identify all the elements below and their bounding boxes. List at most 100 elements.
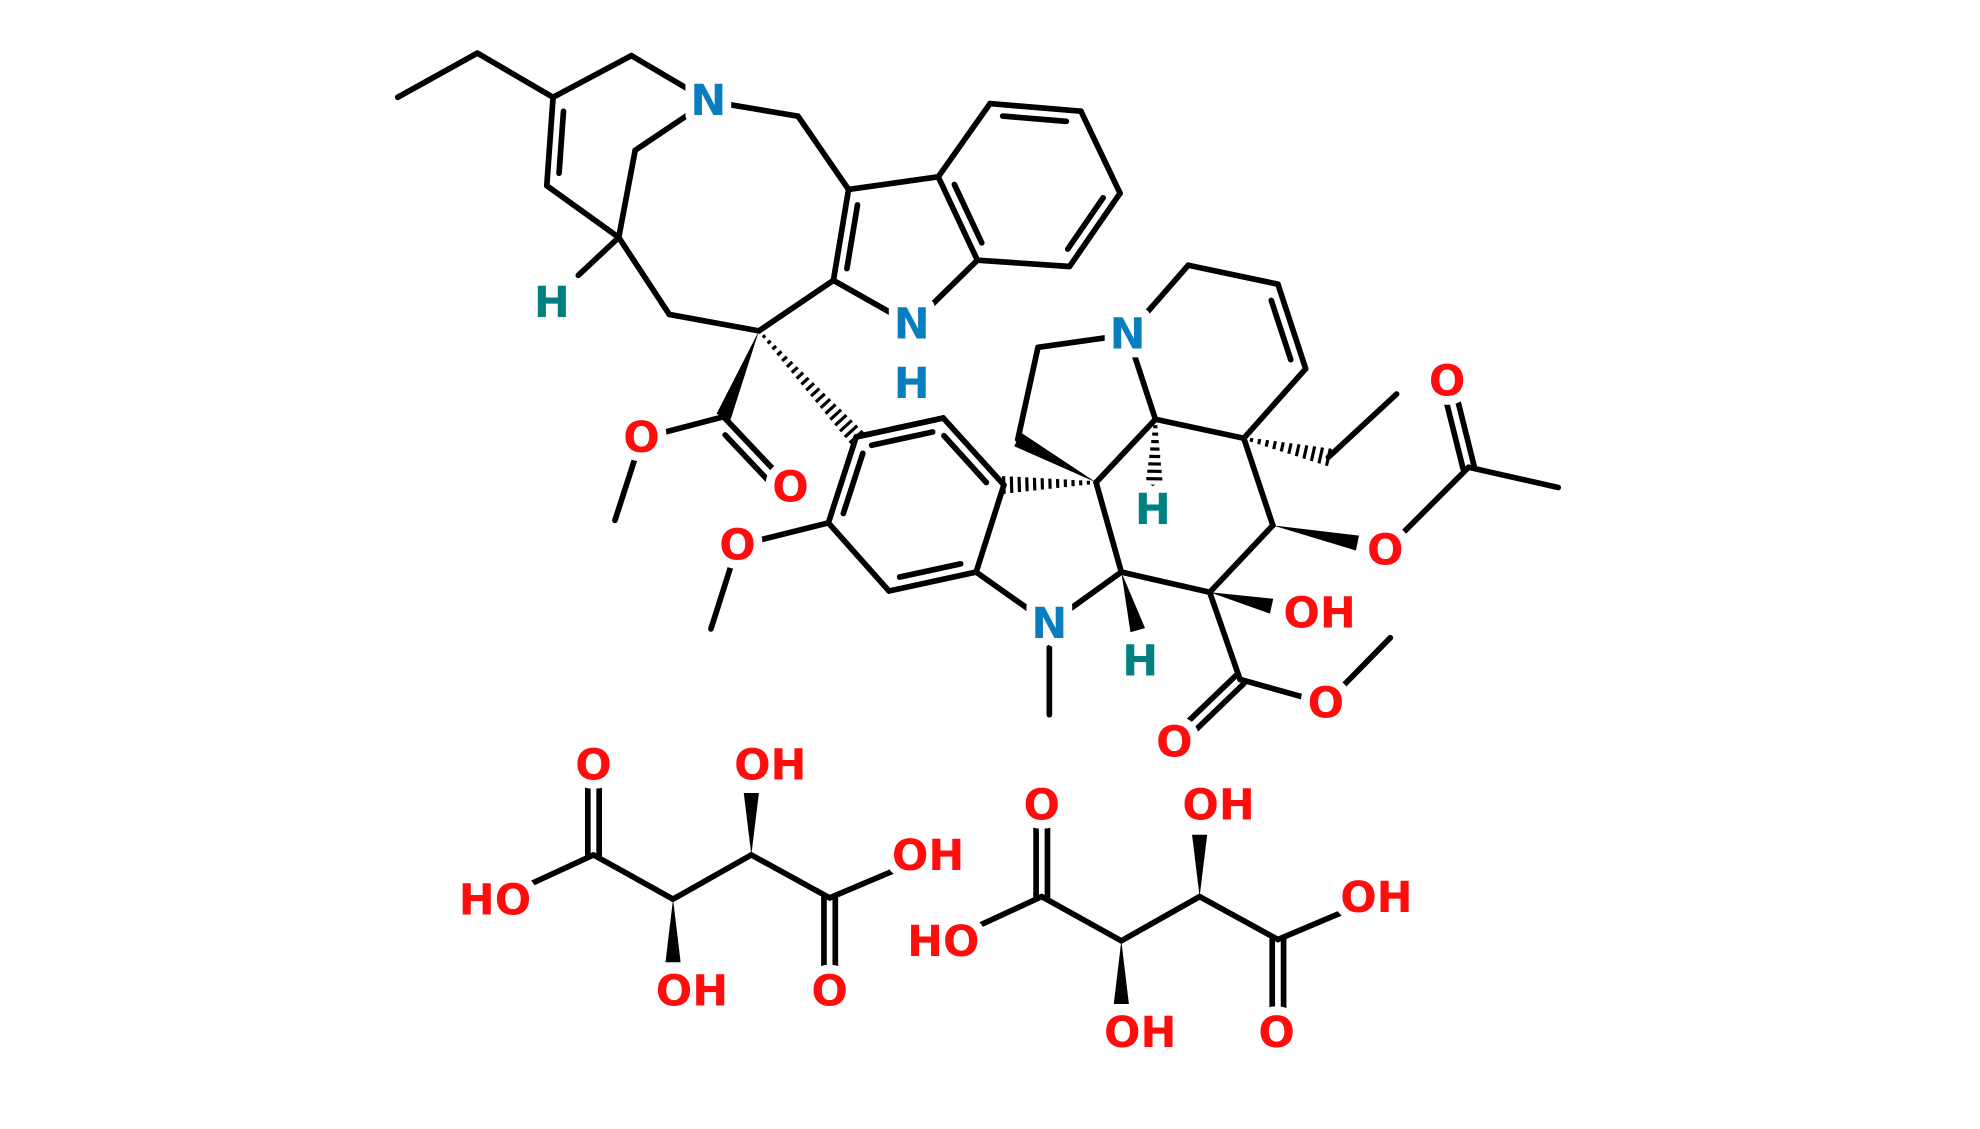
bond [1240, 435, 1276, 529]
bond [543, 182, 622, 241]
bond [1078, 108, 1123, 197]
bond [973, 482, 1007, 575]
atom-labels: N H N H O O O N N H H O O OH O O O OH HO… [450, 67, 1474, 1067]
t2-atom-o-bottom: O [1258, 1008, 1295, 1058]
bond [1196, 893, 1281, 943]
t2-atom-oh-top: OH [1182, 781, 1254, 831]
bond [1275, 281, 1309, 372]
bond [1038, 893, 1125, 944]
bond [632, 98, 712, 154]
bond [666, 311, 762, 334]
bond [840, 450, 866, 517]
bond [1167, 672, 1239, 742]
bond [1093, 416, 1159, 486]
bond [826, 853, 931, 901]
bond [853, 415, 947, 440]
hash-bond [843, 424, 859, 439]
bond [1014, 344, 1041, 443]
bond [575, 234, 622, 279]
atom-o-ester1: O [623, 413, 659, 463]
atom-o-carbonyl2: O [1156, 718, 1192, 768]
hash-bond [761, 334, 767, 339]
bond [1449, 377, 1477, 469]
bond [748, 852, 833, 901]
hash-bond [781, 355, 788, 363]
hash-bond [829, 408, 843, 421]
bond [1064, 194, 1106, 252]
bond [1323, 634, 1394, 707]
hash-bond [771, 344, 778, 351]
hash-bond [785, 360, 794, 369]
bond [999, 113, 1070, 125]
wedge-bond [1121, 572, 1146, 633]
bond [844, 202, 861, 272]
bond [987, 100, 1084, 115]
atom-h-c1: H [1122, 637, 1158, 687]
hash-bond [1264, 439, 1270, 447]
hash-bond [1317, 447, 1325, 464]
hash-bond [766, 339, 772, 345]
bond [638, 413, 727, 442]
bond [886, 569, 979, 594]
hash-bond [776, 350, 783, 357]
bond [734, 519, 832, 549]
bond [1185, 262, 1281, 288]
atom-n-methyl: N [1031, 599, 1067, 649]
bond [550, 52, 635, 101]
bond [951, 181, 985, 246]
bond [830, 186, 852, 284]
bond [1152, 416, 1247, 442]
hash-bond [809, 387, 821, 398]
bond [590, 852, 676, 902]
bond [1206, 522, 1276, 596]
bond [722, 432, 774, 487]
bond [1046, 569, 1125, 627]
wedge-bond [1209, 592, 1274, 614]
t1-atom-ho-left: HO [459, 875, 531, 925]
atom-o-acetyl-ether: O [1367, 526, 1404, 576]
bond [474, 50, 556, 101]
bond [935, 173, 981, 264]
bond [1240, 365, 1309, 442]
bond [795, 113, 852, 193]
bond [720, 413, 793, 490]
bond [556, 108, 567, 177]
hash-bond [790, 366, 799, 374]
bond [1066, 190, 1123, 270]
hash-bond [819, 397, 832, 409]
bond [492, 852, 597, 904]
wedge-bond [1272, 525, 1360, 551]
bond [670, 852, 755, 902]
hash-bond [1309, 446, 1317, 462]
atom-n-top: N [690, 76, 726, 126]
t2-atom-oh-right: OH [1340, 873, 1412, 923]
t2-atom-o-top: O [1024, 781, 1060, 831]
bond [1124, 331, 1159, 423]
hash-bond [1279, 441, 1285, 452]
hash-bond [834, 413, 848, 427]
bond [974, 257, 1073, 270]
bond [908, 257, 981, 328]
bond [1382, 464, 1472, 554]
bond [705, 98, 801, 120]
hash-bond [1294, 443, 1301, 457]
bonds [394, 50, 1562, 1017]
bond [845, 173, 942, 193]
hash-bond [838, 419, 853, 433]
atom-h-top: H [534, 278, 570, 328]
wedge-bond [716, 330, 759, 420]
bond [973, 569, 1053, 627]
bond [756, 277, 837, 334]
bond [941, 432, 990, 486]
bond [394, 50, 481, 101]
atom-o-methoxy: O [719, 521, 756, 571]
hash-bond [1302, 445, 1309, 459]
bond [1275, 895, 1380, 943]
bond [940, 415, 1007, 488]
bond [868, 429, 936, 449]
bond [1118, 569, 1213, 596]
hash-bond [795, 371, 805, 380]
atom-n-vindoline: N [1110, 310, 1146, 360]
